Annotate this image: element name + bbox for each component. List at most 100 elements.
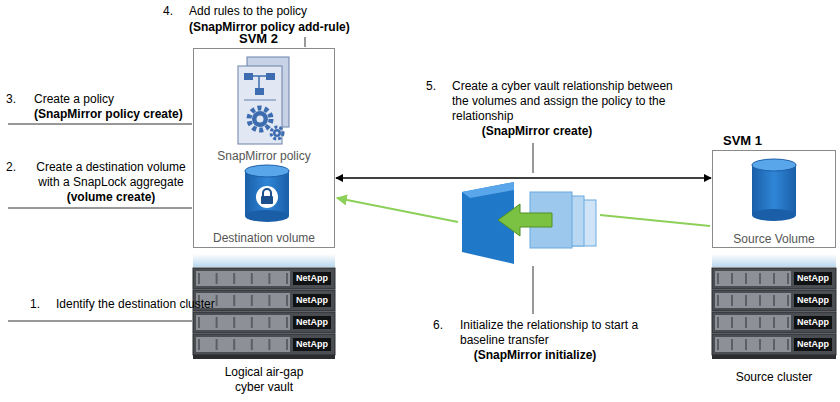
- vent-slot: [198, 339, 200, 350]
- server-vent: [196, 337, 290, 352]
- logo-badge: [794, 294, 832, 307]
- server-vent: [715, 315, 791, 330]
- server-vent: [196, 271, 290, 286]
- vent-slot: [216, 317, 218, 328]
- logo-badge: [794, 316, 832, 329]
- svm-heading: SVM 1: [723, 133, 762, 149]
- vent-slot: [759, 273, 761, 284]
- vent-slot: [745, 317, 747, 328]
- svm-box: SVM 2SnapMirror policyDestination volume: [193, 48, 335, 248]
- volume-item: SnapMirror policy: [194, 49, 334, 167]
- vent-slot: [773, 317, 775, 328]
- vent-slot: [787, 273, 789, 284]
- item-label: Source Volume: [713, 232, 835, 247]
- server-bezel: [712, 254, 836, 267]
- vent-slot: [731, 273, 733, 284]
- server-vent: [715, 337, 791, 352]
- vent-slot: [717, 317, 719, 328]
- server-unit: [193, 334, 335, 355]
- vent-slot: [717, 273, 719, 284]
- cluster-label: Logical air-gap cyber vault: [209, 365, 319, 395]
- command-text: (SnapMirror policy add-rule): [189, 20, 350, 35]
- vent-slot: [233, 339, 235, 350]
- server-vent: [196, 315, 290, 330]
- vent-slot: [787, 317, 789, 328]
- vent-slot: [773, 295, 775, 306]
- logo-text: NetApp: [293, 338, 331, 351]
- vent-slot: [268, 339, 270, 350]
- vent-slot: [268, 317, 270, 328]
- logo-badge: [293, 272, 331, 285]
- vent-slot: [773, 339, 775, 350]
- logo-text: NetApp: [794, 294, 832, 307]
- vent-slot: [216, 339, 218, 350]
- vent-slot: [731, 317, 733, 328]
- volume-item: Destination volume: [194, 167, 334, 247]
- svm-box: SVM 1Source Volume: [712, 150, 836, 248]
- leader-line: [8, 321, 192, 322]
- vent-slot: [216, 273, 218, 284]
- vent-slot: [216, 295, 218, 306]
- logo-text: NetApp: [293, 316, 331, 329]
- server-unit: [712, 334, 836, 355]
- server-bezel: [193, 254, 335, 267]
- callout-number: 4.: [163, 4, 173, 19]
- step-text: Create a destination volume with a SnapL…: [30, 160, 192, 190]
- vent-slot: [759, 295, 761, 306]
- volume-cylinder: [245, 165, 289, 222]
- command-text: (SnapMirror initialize): [460, 348, 610, 363]
- server-stacks: [193, 254, 836, 359]
- vent-slot: [198, 317, 200, 328]
- vent-slot: [286, 295, 288, 306]
- vent-slot: [787, 339, 789, 350]
- command-text: (SnapMirror policy create): [34, 107, 183, 122]
- server-unit: [712, 268, 836, 289]
- step-text: Identify the destination cluster: [56, 297, 215, 312]
- callout-number: 1.: [30, 297, 40, 312]
- step-text: Add rules to the policy: [189, 4, 307, 19]
- server-vent: [715, 293, 791, 308]
- vent-slot: [286, 273, 288, 284]
- vent-slot: [251, 295, 253, 306]
- callout-number: 3.: [6, 92, 16, 107]
- vent-slot: [731, 339, 733, 350]
- vent-slot: [286, 317, 288, 328]
- server-unit: [193, 268, 335, 289]
- vent-slot: [198, 273, 200, 284]
- vent-slot: [251, 339, 253, 350]
- server-vent: [715, 271, 791, 286]
- server-unit: [193, 312, 335, 333]
- vent-slot: [251, 317, 253, 328]
- vent-slot: [268, 295, 270, 306]
- leader-line: [8, 208, 192, 209]
- transfer-icon: [462, 182, 596, 264]
- vent-slot: [759, 339, 761, 350]
- command-text: (SnapMirror create): [452, 124, 622, 139]
- cluster-label: Source cluster: [712, 370, 836, 385]
- step-text: Create a cyber vault relationship betwee…: [452, 79, 692, 124]
- vent-slot: [759, 317, 761, 328]
- relationship-arrow: [336, 177, 711, 179]
- logo-badge: [794, 272, 832, 285]
- step-text: Create a policy: [34, 92, 114, 107]
- logo-badge: [293, 294, 331, 307]
- volume-cylinder: [752, 159, 796, 221]
- logo-text: NetApp: [794, 272, 832, 285]
- leader-line: [533, 143, 534, 173]
- vent-slot: [233, 273, 235, 284]
- item-label: Destination volume: [194, 231, 334, 246]
- vent-slot: [251, 273, 253, 284]
- logo-badge: [293, 338, 331, 351]
- item-label: SnapMirror policy: [194, 149, 334, 164]
- callout-number: 5.: [426, 79, 436, 94]
- policy-icon: [238, 57, 289, 144]
- vent-slot: [773, 273, 775, 284]
- vent-slot: [745, 273, 747, 284]
- server-unit: [712, 312, 836, 333]
- leader-line: [533, 266, 534, 314]
- logo-badge: [293, 316, 331, 329]
- logo-text: NetApp: [293, 272, 331, 285]
- vent-slot: [233, 317, 235, 328]
- vent-slot: [286, 339, 288, 350]
- command-text: (volume create): [30, 190, 192, 205]
